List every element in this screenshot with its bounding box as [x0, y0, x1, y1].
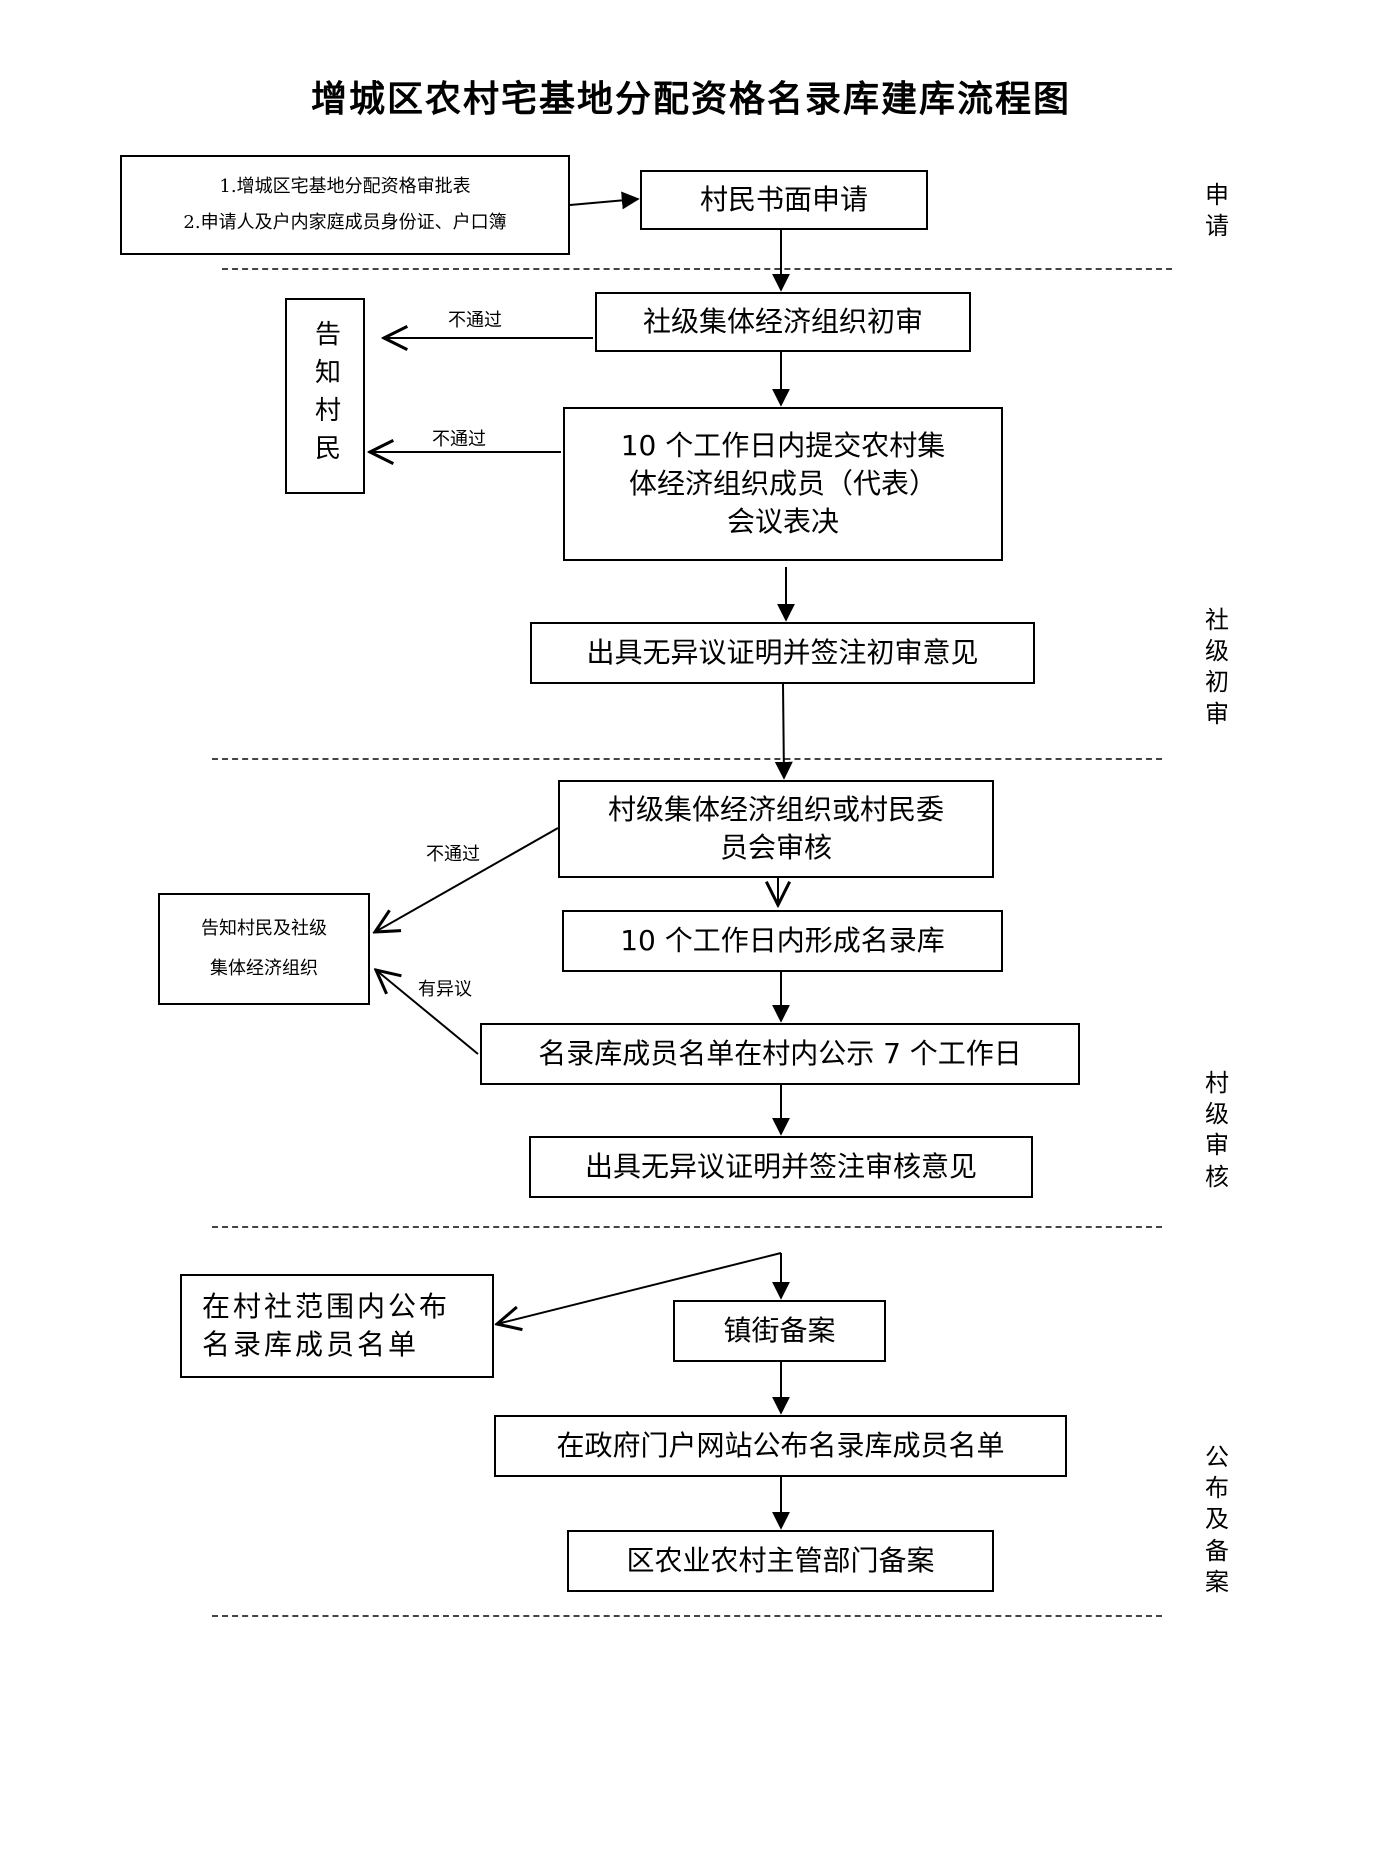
step-district-record-label: 区农业农村主管部门备案: [626, 1544, 935, 1578]
stage-label-publish: 公布及备案: [1205, 1443, 1229, 1596]
arrow-publicize-objection: [376, 970, 479, 1055]
step-she-cert-label: 出具无异议证明并签注初审意见: [586, 636, 979, 670]
notify-villager-box: 告知村民: [285, 298, 365, 494]
materials-box: 1.增城区宅基地分配资格审批表 2.申请人及户内家庭成员身份证、户口簿: [120, 155, 570, 255]
materials-line-1: 1.增城区宅基地分配资格审批表: [219, 176, 471, 197]
separator-4: [212, 1615, 1162, 1617]
step-meeting: 10 个工作日内提交农村集 体经济组织成员（代表） 会议表决: [563, 407, 1003, 561]
arrow-materials-to-apply: [569, 191, 640, 210]
step-district-record: 区农业农村主管部门备案: [567, 1530, 994, 1592]
step-apply-label: 村民书面申请: [699, 183, 868, 217]
arrow-cert-to-village: [774, 683, 793, 780]
step-form-list: 10 个工作日内形成名录库: [562, 910, 1003, 972]
stage-label-village: 村级审核: [1205, 1069, 1229, 1191]
step-publicize-label: 名录库成员名单在村内公示 7 个工作日: [538, 1037, 1022, 1071]
step-publish-local: 在村社范围内公布 名录库成员名单: [180, 1274, 494, 1378]
step-village-review-line-2: 员会审核: [719, 831, 832, 864]
step-she-initial-label: 社级集体经济组织初审: [642, 305, 923, 339]
step-she-cert: 出具无异议证明并签注初审意见: [530, 622, 1035, 684]
step-publish-web: 在政府门户网站公布名录库成员名单: [494, 1415, 1067, 1477]
step-publish-web-label: 在政府门户网站公布名录库成员名单: [556, 1429, 1005, 1463]
edge-label-objection: 有异议: [418, 979, 472, 1000]
step-village-cert: 出具无异议证明并签注审核意见: [529, 1136, 1033, 1198]
edge-label-fail-1: 不通过: [448, 310, 502, 331]
arrow-to-publish-local: [497, 1252, 782, 1324]
step-town-record: 镇街备案: [673, 1300, 886, 1362]
stage-label-she: 社级初审: [1205, 606, 1229, 728]
step-apply: 村民书面申请: [640, 170, 928, 230]
step-publish-local-line-1: 在村社范围内公布: [202, 1290, 451, 1324]
notify-villager-label: 告知村民: [310, 320, 341, 472]
notify-villager-she-box: 告知村民及社级 集体经济组织: [158, 893, 370, 1005]
step-town-record-label: 镇街备案: [723, 1314, 836, 1348]
step-village-review-line-1: 村级集体经济组织或村民委: [607, 793, 944, 827]
step-she-initial: 社级集体经济组织初审: [595, 292, 971, 352]
step-village-review: 村级集体经济组织或村民委 员会审核: [558, 780, 994, 878]
step-meeting-line-1: 10 个工作日内提交农村集: [620, 429, 946, 463]
step-village-cert-label: 出具无异议证明并签注审核意见: [584, 1150, 977, 1184]
step-form-list-label: 10 个工作日内形成名录库: [620, 924, 945, 958]
materials-line-2: 2.申请人及户内家庭成员身份证、户口簿: [183, 212, 507, 233]
page-title: 增城区农村宅基地分配资格名录库建库流程图: [310, 79, 1071, 120]
edge-label-fail-3: 不通过: [426, 844, 480, 865]
separator-2: [212, 758, 1162, 760]
separator-1: [222, 268, 1172, 270]
arrow-village-fail: [375, 827, 559, 932]
notify-villager-she-line-1: 告知村民及社级: [201, 918, 327, 940]
step-publicize: 名录库成员名单在村内公示 7 个工作日: [480, 1023, 1080, 1085]
step-publish-local-line-2: 名录库成员名单: [202, 1328, 420, 1361]
edge-label-fail-2: 不通过: [432, 429, 486, 450]
notify-villager-she-line-2: 集体经济组织: [210, 958, 318, 979]
step-meeting-line-3: 会议表决: [726, 504, 839, 538]
separator-3: [212, 1226, 1162, 1228]
stage-label-apply: 申请: [1205, 181, 1229, 241]
step-meeting-line-2: 体经济组织成员（代表）: [628, 467, 937, 501]
